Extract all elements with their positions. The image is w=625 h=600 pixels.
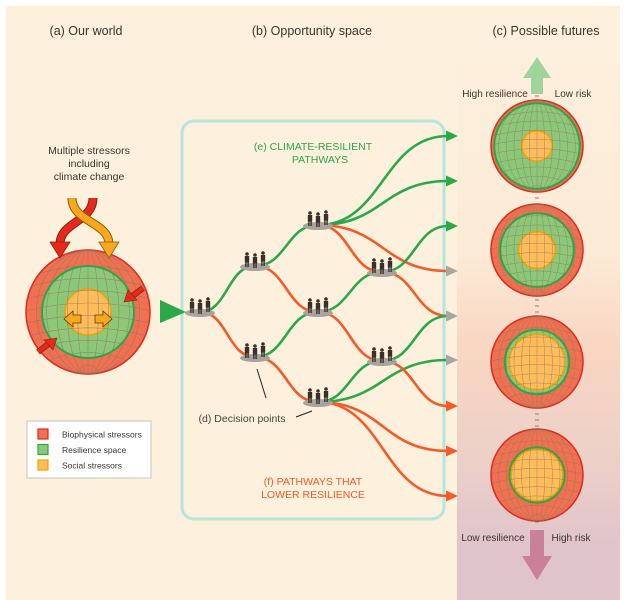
- future-globe: [490, 428, 584, 522]
- decision-callout-line-2: [295, 410, 313, 418]
- pathway-arrowhead: [446, 310, 458, 322]
- stressors-note-line3: climate change: [54, 171, 125, 183]
- pathway-arrowhead: [446, 490, 458, 502]
- our-world-globe: [25, 249, 151, 375]
- legend-swatch: [37, 459, 49, 471]
- stressors-note-line2: including: [68, 158, 110, 170]
- panel-c-title: (c) Possible futures: [493, 24, 600, 38]
- decision-point: [367, 257, 397, 277]
- panel-b-title: (b) Opportunity space: [252, 24, 372, 38]
- pathway-line: [317, 400, 449, 498]
- pathways: [199, 134, 449, 498]
- legend-swatch: [37, 428, 49, 440]
- decision-callout-line-1: [256, 368, 267, 399]
- lower-resilience-label-2: LOWER RESILIENCE: [261, 489, 365, 501]
- down-arrow: [522, 530, 552, 580]
- resilient-pathways-label-1: (e) CLIMATE-RESILIENT: [254, 141, 373, 153]
- legend-item: Biophysical stressors: [37, 428, 142, 440]
- pathway-arrowhead: [446, 354, 458, 366]
- decision-nodes: [185, 210, 397, 407]
- social-stress-arrows: [63, 310, 113, 328]
- biophysical-stress-arrows: [36, 285, 145, 355]
- low-risk-label: Low risk: [555, 89, 593, 100]
- legend-label: Resilience space: [62, 445, 127, 455]
- pathway-arrowhead: [446, 445, 458, 457]
- future-globe: [490, 203, 584, 297]
- pathway-line: [317, 400, 449, 453]
- pathway-line: [317, 223, 449, 273]
- decision-point: [185, 297, 215, 317]
- future-globe: [490, 99, 584, 193]
- up-arrow: [523, 57, 551, 94]
- climate-stressor-arrows: [49, 197, 120, 259]
- pathway-arrowhead: [446, 130, 458, 142]
- pathway-arrowhead: [446, 175, 458, 187]
- legend-item: Resilience space: [37, 443, 127, 456]
- decision-point: [303, 210, 333, 230]
- lower-resilience-label-1: (f) PATHWAYS THAT: [264, 476, 363, 488]
- pathway-arrowheads: [446, 130, 458, 502]
- pathway-line: [317, 134, 449, 227]
- legend-swatch: [37, 443, 49, 456]
- decision-point: [367, 346, 397, 366]
- opportunity-space-box: [180, 119, 446, 521]
- possible-future-globes: [490, 99, 584, 522]
- pathway-line: [317, 358, 449, 404]
- legend-item: Social stressors: [37, 459, 122, 471]
- pathway-arrowhead: [446, 220, 458, 232]
- decision-point: [240, 342, 270, 362]
- legend-label: Biophysical stressors: [62, 430, 142, 440]
- pathway-line: [317, 179, 449, 227]
- pathway-arrowhead: [446, 265, 458, 277]
- panel-a-title: (a) Our world: [50, 24, 123, 38]
- future-globe: [490, 315, 584, 409]
- decision-point: [240, 251, 270, 271]
- high-risk-label: High risk: [552, 533, 592, 544]
- decision-point: [303, 387, 333, 407]
- decision-point: [303, 297, 333, 317]
- resilient-pathways-label-2: PATHWAYS: [292, 154, 348, 166]
- low-resilience-label: Low resilience: [461, 533, 525, 544]
- legend-label: Social stressors: [62, 461, 122, 471]
- high-resilience-label: High resilience: [462, 89, 528, 100]
- stressors-note-line1: Multiple stressors: [48, 145, 130, 157]
- pathway-arrowhead: [446, 400, 458, 412]
- entry-arrow: [160, 300, 186, 323]
- decision-points-label: (d) Decision points: [199, 413, 286, 425]
